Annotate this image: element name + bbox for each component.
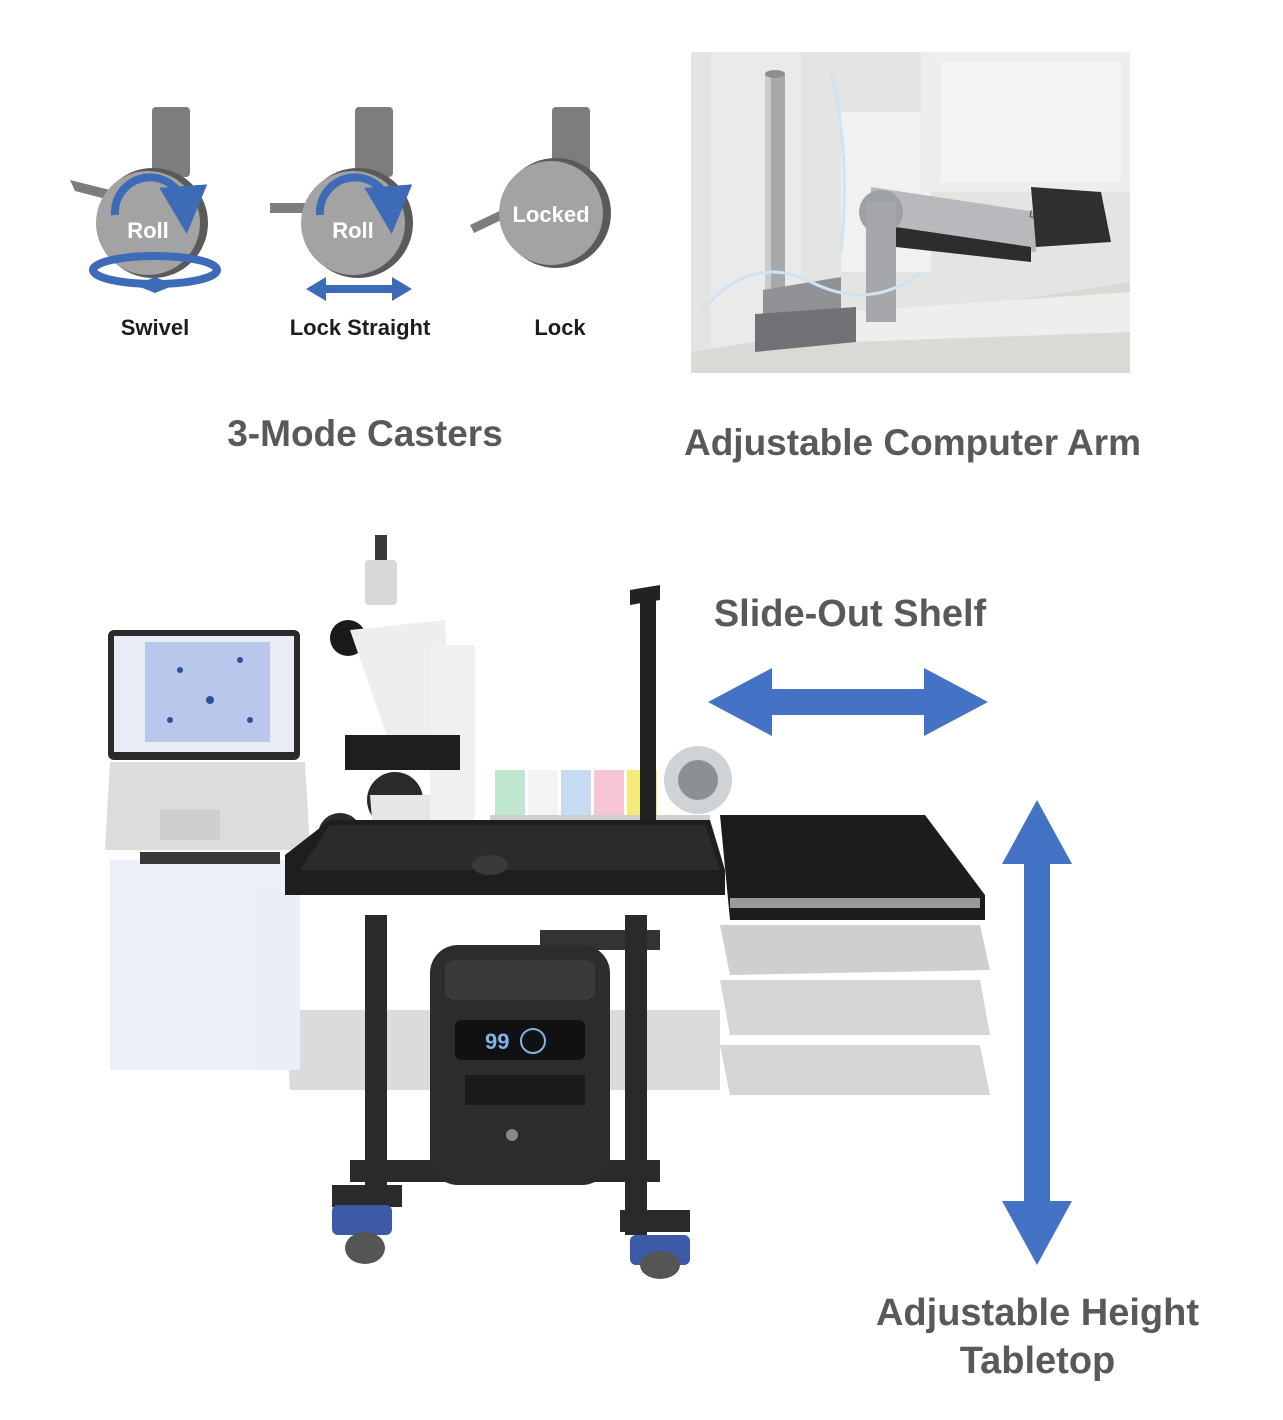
caster-lock-straight-icon: Roll [270, 107, 413, 301]
arm-caption: Adjustable Computer Arm [683, 422, 1142, 463]
casters-caption: 3-Mode Casters [227, 413, 503, 454]
caster-lock-wheel-text: Locked [512, 202, 589, 227]
slide-out-shelf [720, 815, 985, 920]
shelf-arrow-icon [708, 668, 988, 736]
height-caption-line2: Tabletop [959, 1340, 1116, 1382]
workstation-photo: 99 [105, 535, 990, 1279]
power-station-display: 99 [485, 1029, 509, 1054]
power-station-icon: 99 [430, 945, 610, 1185]
caster-lock-icon: Locked [470, 107, 611, 268]
caster-label-swivel: Swivel [120, 315, 190, 340]
cart-caster-icon [332, 1205, 690, 1279]
height-arrow-icon [1002, 800, 1072, 1265]
microscope-icon [318, 535, 475, 857]
computer-arm-photo: Loctek [691, 52, 1130, 373]
shelf-height-reflections [110, 860, 990, 1095]
mouse-icon [472, 855, 508, 875]
height-caption-line1: Adjustable Height [875, 1292, 1200, 1334]
caster-swivel-wheel-text: Roll [127, 218, 169, 243]
caster-label-lock-straight: Lock Straight [289, 315, 431, 340]
caster-label-lock: Lock [534, 315, 586, 340]
shelf-caption: Slide-Out Shelf [713, 593, 987, 635]
arm-brand-text: Loctek [1029, 209, 1061, 224]
casters-diagram: Roll Roll Locked [70, 107, 611, 301]
caster-swivel-icon: Roll [70, 107, 221, 293]
laptop-icon [105, 630, 310, 864]
caster-lock-straight-wheel-text: Roll [332, 218, 374, 243]
